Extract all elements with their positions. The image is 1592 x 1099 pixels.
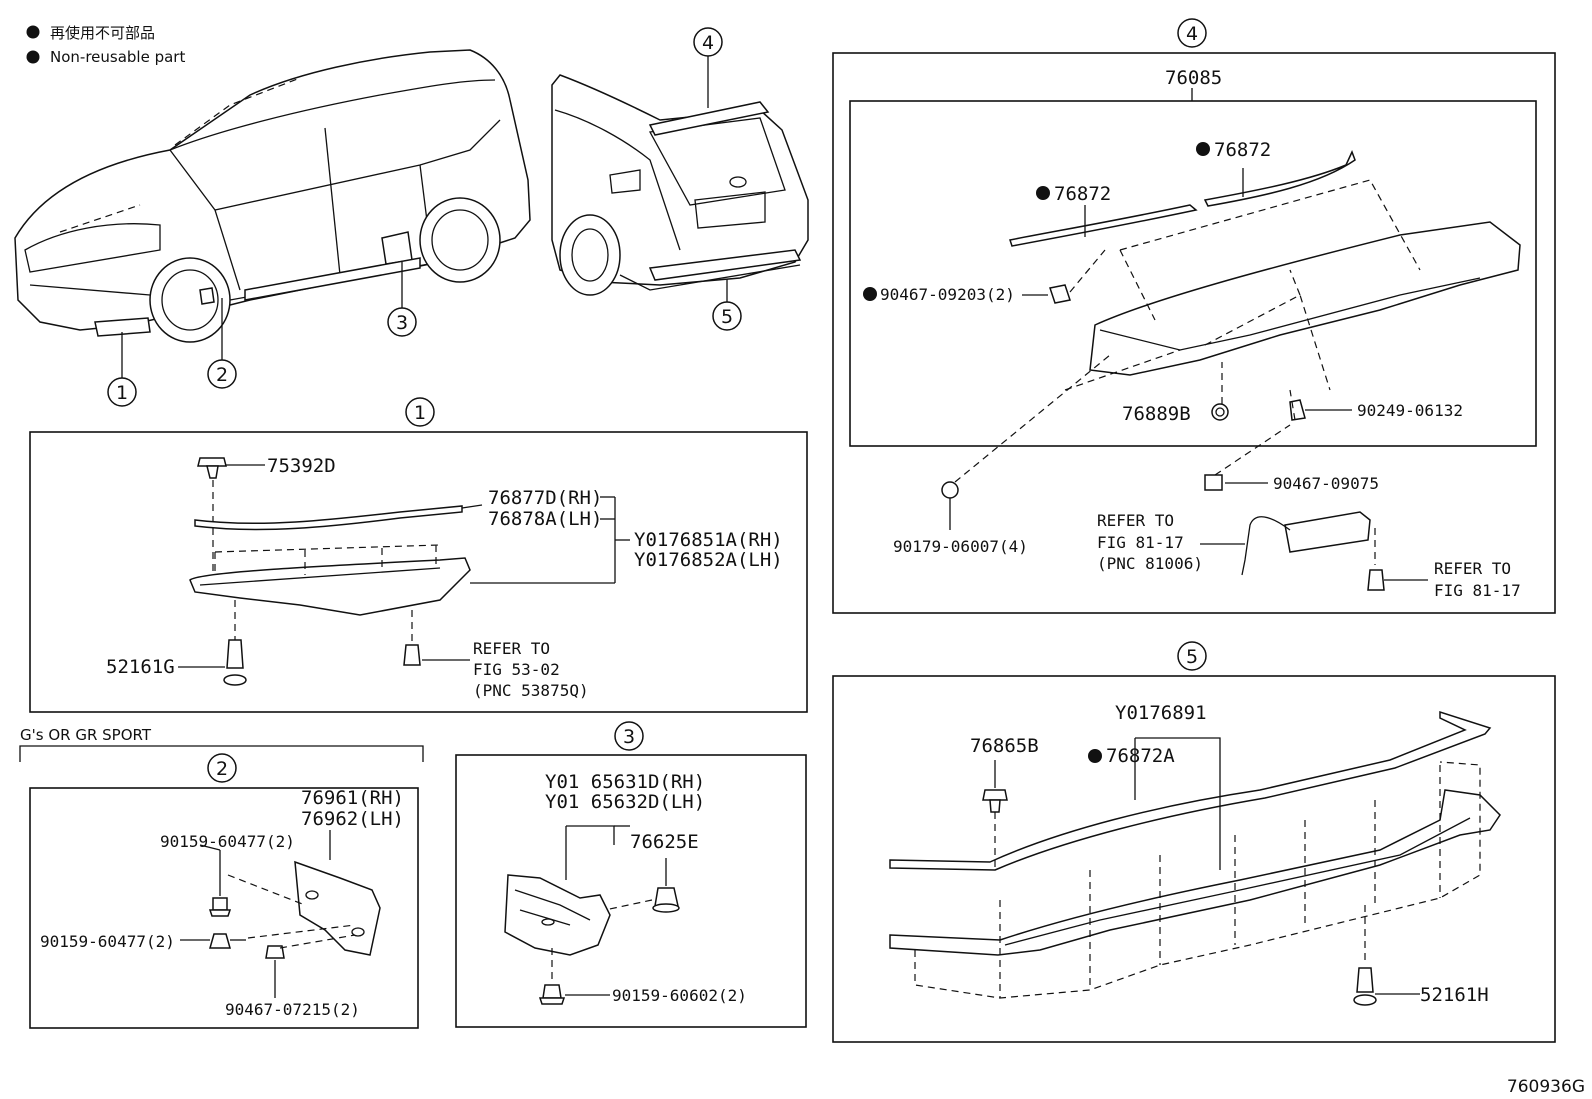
part-y65632d: Y01 65632D(LH) [545,791,705,813]
part-76872a: 76872A [1106,745,1175,767]
callout-3: 3 [396,312,408,334]
section-4-parts [941,150,1521,591]
section-4-callout: 4 [1186,23,1198,45]
non-reusable-bullet-icon [863,287,877,301]
non-reusable-bullet-icon [1036,186,1050,200]
part-90467-09203: 90467-09203(2) [880,285,1015,304]
non-reusable-bullet-icon [1196,142,1210,156]
refer-text: REFER TO [473,639,550,658]
refer-text: (PNC 53875Q) [473,681,589,700]
part-76865b: 76865B [970,735,1039,757]
callout-group-top: 1 2 3 4 5 [107,27,742,407]
section-4-box [832,52,1556,614]
refer-text: REFER TO [1434,559,1511,578]
refer-text: (PNC 81006) [1097,554,1203,573]
part-y76851a: Y0176851A(RH) [634,529,783,551]
group-label: G's OR GR SPORT [20,726,152,744]
callout-2: 2 [216,364,228,386]
part-76961: 76961(RH) [301,787,404,809]
section-1-callout: 1 [414,402,426,424]
callout-5: 5 [721,306,733,328]
refer-text: REFER TO [1097,511,1174,530]
part-y76852a: Y0176852A(LH) [634,549,783,571]
part-52161h: 52161H [1420,984,1489,1006]
part-90159-b: 90159-60477(2) [40,932,175,951]
refer-text: FIG 81-17 [1434,581,1521,600]
callout-4: 4 [702,32,714,54]
non-reusable-bullet-icon [26,25,40,39]
legend-en: Non-reusable part [50,48,185,66]
non-reusable-bullet-icon [26,50,40,64]
part-y65631d: Y01 65631D(RH) [545,771,705,793]
legend-jp: 再使用不可部品 [50,24,155,42]
section-2-box [29,787,419,1029]
section-2-callout: 2 [216,758,228,780]
refer-text: FIG 81-17 [1097,533,1184,552]
non-reusable-bullet-icon [1088,749,1102,763]
part-76889b: 76889B [1122,403,1191,425]
section-2-parts [180,830,381,998]
part-76872-b: 76872 [1214,139,1271,161]
figure-id: 760936G [1507,1077,1585,1097]
part-76085: 76085 [1165,67,1222,89]
part-76872-a: 76872 [1054,183,1111,205]
section-1-parts [178,457,630,686]
section-5-parts [889,710,1501,1006]
part-90159-a: 90159-60477(2) [160,832,295,851]
section-3-box [455,754,807,1028]
callout-1: 1 [116,382,128,404]
section-4-inner-box [849,100,1537,447]
part-76625e: 76625E [630,831,699,853]
refer-text: FIG 53-02 [473,660,560,679]
part-y0176891: Y0176891 [1115,702,1207,724]
front-car-illustration [14,49,531,343]
rear-car-illustration [551,74,809,296]
part-52161g: 52161G [106,656,175,678]
part-76877d: 76877D(RH) [488,487,602,509]
part-76878a: 76878A(LH) [488,508,602,530]
part-76962: 76962(LH) [301,808,404,830]
section-1-box [29,431,808,713]
section-3-parts [504,825,680,1005]
section-5-callout: 5 [1186,646,1198,668]
part-90467: 90467-07215(2) [225,1000,360,1019]
part-90467-09075: 90467-09075 [1273,474,1379,493]
section-3-callout: 3 [623,726,635,748]
part-90159: 90159-60602(2) [612,986,747,1005]
part-90249: 90249-06132 [1357,401,1463,420]
legend: 再使用不可部品 Non-reusable part [26,24,185,66]
part-75392d: 75392D [267,455,336,477]
section-5-box [832,675,1556,1043]
part-90179: 90179-06007(4) [893,537,1028,556]
